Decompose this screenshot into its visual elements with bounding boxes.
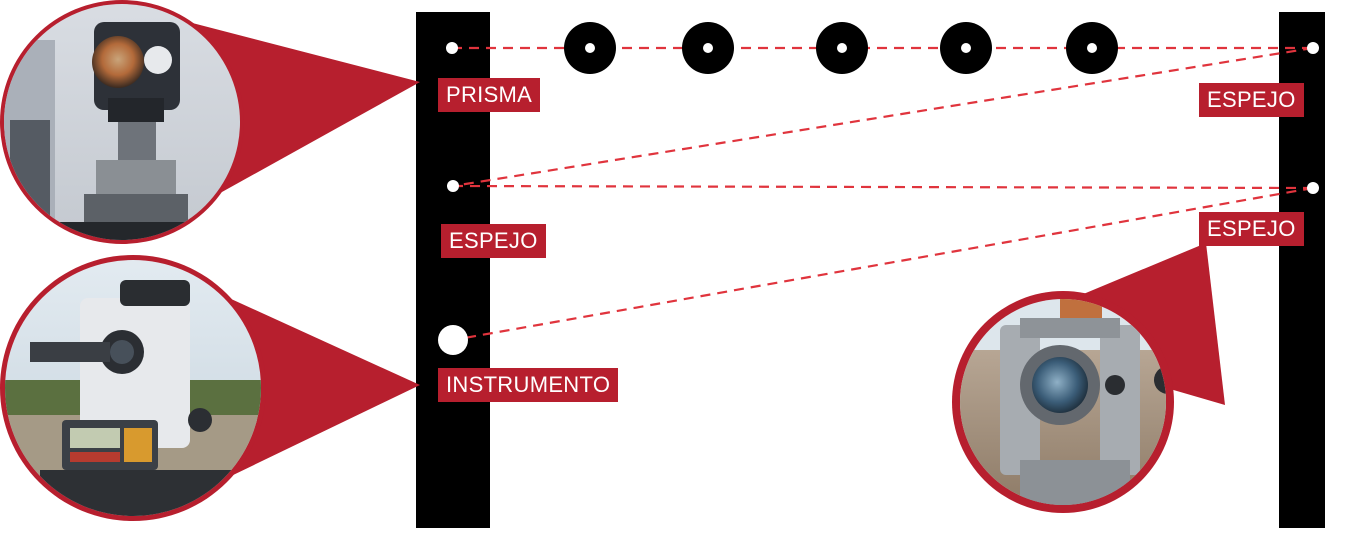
target-disc [816, 22, 868, 74]
espejo-label-top-right: ESPEJO [1199, 83, 1304, 117]
instrumento-label: INSTRUMENTO [438, 368, 619, 402]
mirror-point-left [447, 180, 459, 192]
prism-photo [0, 0, 244, 244]
target-disc [564, 22, 616, 74]
espejo-label-left: ESPEJO [441, 224, 546, 258]
mirror-point-top-right [1307, 42, 1319, 54]
target-disc [682, 22, 734, 74]
mirror-point-mid-right [1307, 182, 1319, 194]
target-disc [1066, 22, 1118, 74]
intermediate-targets [564, 22, 1118, 74]
instrument-point [438, 325, 468, 355]
target-disc [940, 22, 992, 74]
prism-point [446, 42, 458, 54]
total-station-photo [0, 255, 266, 521]
theodolite-photo [952, 291, 1174, 513]
prisma-label: PRISMA [438, 78, 541, 112]
espejo-label-mid-right: ESPEJO [1199, 212, 1304, 246]
